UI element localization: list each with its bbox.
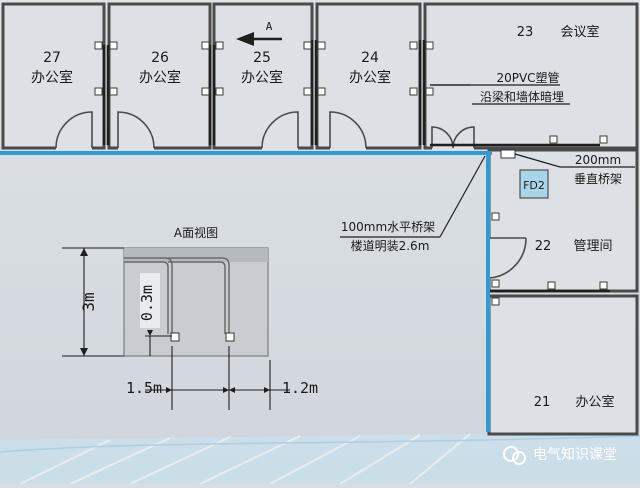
room-21-wall — [487, 294, 639, 436]
watermark — [503, 446, 526, 465]
vertical-tray-label-line1: 200mm — [575, 153, 621, 167]
room-23-wall — [423, 2, 639, 150]
view-arrow-label: A — [266, 20, 273, 33]
decorative-stripes — [0, 432, 640, 485]
watermark-text: 电气知识课堂 — [533, 446, 617, 463]
elevation-title: A面视图 — [174, 225, 218, 240]
wall-outlets — [94, 41, 608, 306]
horizontal-tray-label-line2: 楼道明装2.6m — [351, 238, 430, 253]
room-26-wall — [107, 2, 212, 150]
vertical-tray-box — [500, 149, 516, 159]
room-25-name: 办公室 — [241, 69, 283, 86]
top-rooms-walls — [1, 2, 639, 150]
width-right-dimension-label: 1.2m — [282, 379, 318, 397]
room-21-number: 21 — [534, 395, 551, 410]
horizontal-tray-label-line1: 100mm水平桥架 — [341, 220, 435, 234]
fd2-label: FD2 — [523, 179, 545, 192]
elevation-view — [123, 247, 269, 357]
height-dimension-label: 3m — [79, 292, 98, 311]
leader-lines — [340, 84, 635, 238]
room-26-number: 26 — [151, 50, 169, 66]
room-25-number: 25 — [253, 50, 271, 66]
room-23-name: 会议室 — [560, 24, 599, 40]
pvc-label-line1: 20PVC塑管 — [496, 70, 559, 85]
room-21-name: 办公室 — [575, 394, 614, 410]
room-27-name: 办公室 — [31, 69, 73, 86]
dimension-lines — [62, 247, 290, 410]
fd2-box — [519, 169, 549, 199]
room-27-number: 27 — [43, 50, 61, 66]
dimension-arrows — [80, 248, 270, 393]
cable-trays — [0, 151, 492, 432]
width-left-dimension-label: 1.5m — [126, 379, 162, 397]
room-26-name: 办公室 — [139, 69, 181, 86]
room-22-name: 管理间 — [573, 239, 612, 254]
room-22-number: 22 — [535, 239, 552, 254]
elevation-conduits — [124, 257, 230, 334]
pvc-conduits — [102, 40, 610, 293]
room-24-number: 24 — [361, 50, 379, 66]
view-direction-arrow — [236, 32, 282, 46]
room-27-wall — [1, 2, 106, 150]
offset-dimension-label: 0.3m — [138, 285, 156, 321]
room-24-name: 办公室 — [349, 69, 391, 86]
room-23-number: 23 — [517, 25, 534, 40]
vertical-tray-label-line2: 垂直桥架 — [574, 172, 622, 186]
pvc-label-line2: 沿梁和墙体暗埋 — [480, 89, 564, 104]
